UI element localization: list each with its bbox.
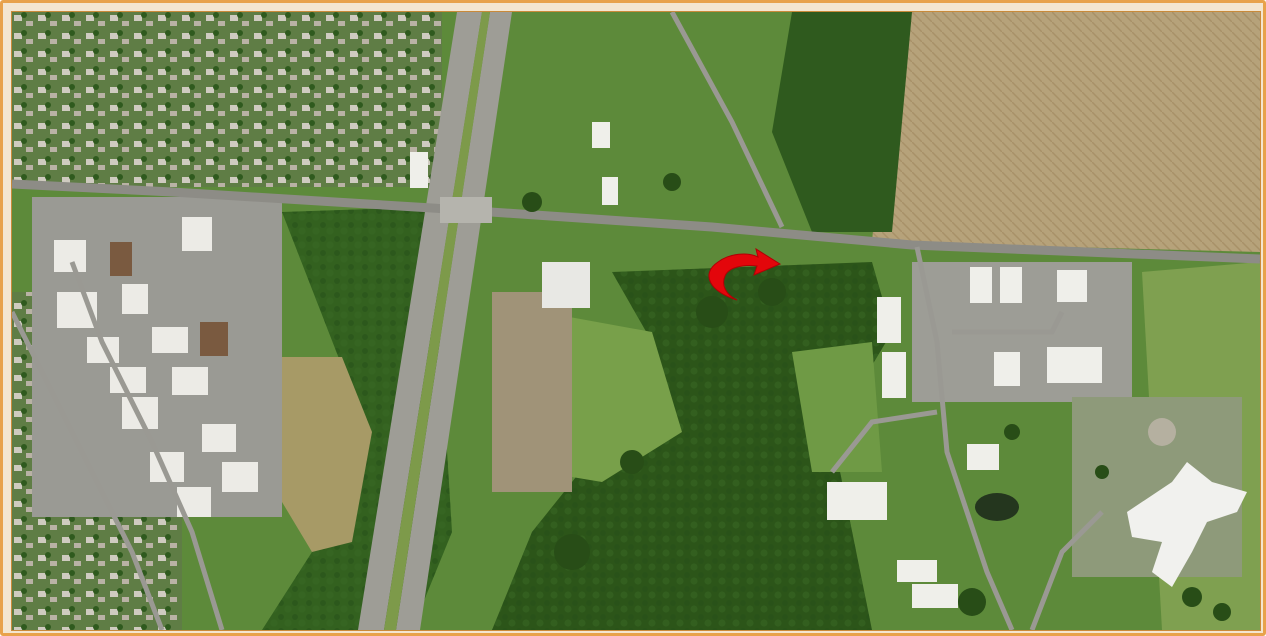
- farm-field: [872, 12, 1260, 252]
- aerial-map[interactable]: [12, 12, 1260, 630]
- sports-field: [270, 357, 372, 552]
- pond: [975, 493, 1019, 521]
- salvage-yard: [492, 292, 572, 492]
- north-forest: [772, 12, 912, 232]
- highway: [358, 12, 512, 630]
- warehouse-building: [542, 262, 590, 308]
- curved-arrow-icon: [708, 247, 782, 301]
- hospital-complex: [1072, 397, 1247, 587]
- residential-area-north-west: [12, 12, 442, 187]
- open-field: [542, 312, 682, 482]
- overpass: [440, 197, 492, 223]
- main-road: [12, 179, 1260, 264]
- map-canvas: [12, 12, 1260, 630]
